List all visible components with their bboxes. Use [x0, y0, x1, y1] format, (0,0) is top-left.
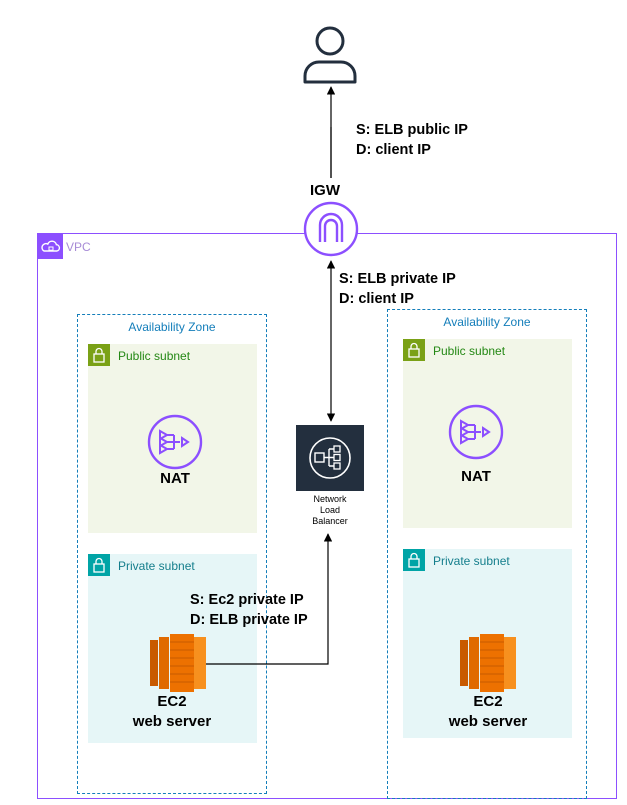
nlb-label: Network Load Balancer	[296, 494, 364, 527]
ec2-right-label-line2: web server	[448, 713, 528, 730]
padlock-icon	[403, 549, 425, 571]
network-load-balancer-icon	[296, 425, 364, 491]
note-ec2-line1: S: Ec2 private IP	[190, 592, 304, 608]
ec2-instance-icon	[460, 634, 516, 692]
padlock-icon	[403, 339, 425, 361]
padlock-icon	[88, 344, 110, 366]
note-ec2-line2: D: ELB private IP	[190, 612, 308, 628]
private-subnet-right-label: Private subnet	[433, 554, 510, 568]
ec2-right-label-line1: EC2	[473, 693, 503, 710]
availability-zone-right	[387, 309, 587, 799]
note-top-line1: S: ELB public IP	[356, 122, 468, 138]
vpc-label: VPC	[66, 240, 91, 254]
user-icon	[303, 26, 357, 84]
nlb-label-line1: Network	[313, 494, 347, 504]
availability-zone-left	[77, 314, 267, 794]
network-load-balancer-glyph	[309, 437, 351, 479]
note-top: S: ELB public IP D: client IP	[356, 120, 468, 160]
nat-right-label: NAT	[461, 468, 491, 485]
public-subnet-left-label: Public subnet	[118, 349, 191, 363]
nat-gateway-icon	[448, 404, 504, 460]
note-top-line2: D: client IP	[356, 142, 431, 158]
note-ec2: S: Ec2 private IP D: ELB private IP	[190, 590, 308, 630]
public-subnet-right-label: Public subnet	[433, 344, 506, 358]
nat-left-label: NAT	[160, 470, 190, 487]
availability-zone-right-label: Availability Zone	[443, 315, 531, 329]
availability-zone-left-label: Availability Zone	[128, 320, 216, 334]
private-subnet-left-label: Private subnet	[118, 559, 195, 573]
igw-label: IGW	[310, 182, 340, 199]
ec2-instance-icon	[150, 634, 206, 692]
note-mid-line2: D: client IP	[339, 291, 414, 307]
ec2-left-label-line1: EC2	[157, 693, 187, 710]
nlb-label-line2: Load	[319, 505, 341, 515]
padlock-icon	[88, 554, 110, 576]
public-subnet-left	[88, 344, 257, 533]
vpc-cloud-icon	[38, 234, 63, 259]
note-mid-line1: S: ELB private IP	[339, 271, 456, 287]
note-mid: S: ELB private IP D: client IP	[339, 269, 456, 309]
ec2-left-label-line2: web server	[132, 713, 212, 730]
nat-gateway-icon	[147, 414, 203, 470]
internet-gateway-icon	[303, 201, 359, 257]
ec2-to-nlb-arrow	[206, 533, 333, 665]
nlb-label-line3: Balancer	[312, 516, 348, 526]
